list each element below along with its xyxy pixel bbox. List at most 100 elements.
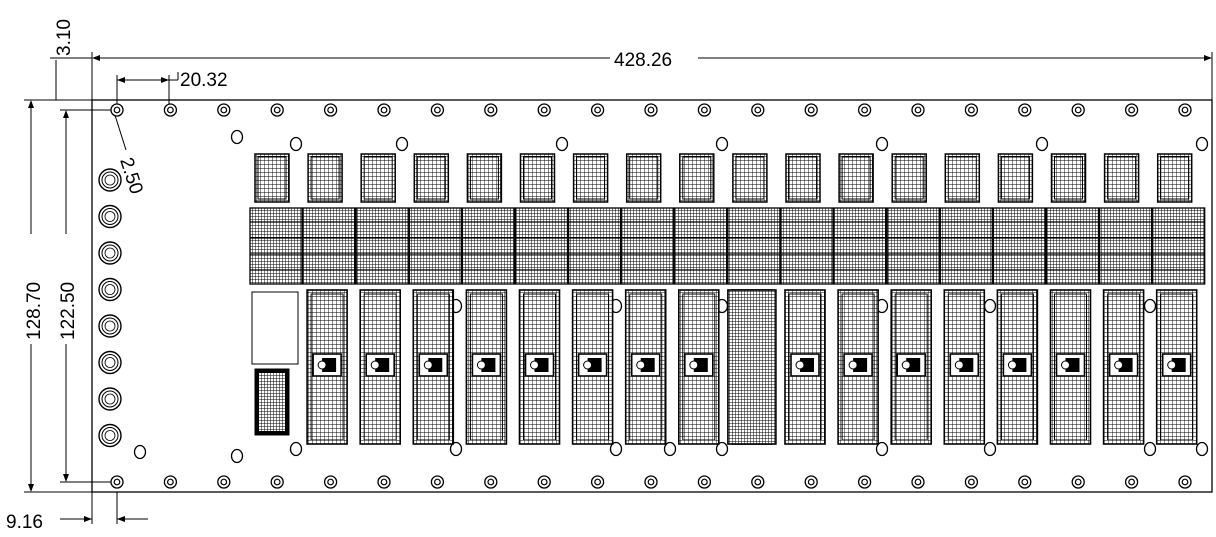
dimension-overall-height: 128.70	[20, 99, 92, 493]
small-hole-icon	[133, 444, 147, 460]
mounting-hole-icon	[1178, 475, 1192, 489]
card-slot	[514, 153, 569, 445]
mounting-hole-icon	[537, 475, 551, 489]
mounting-hole-icon	[110, 475, 124, 489]
mounting-hole-icon	[430, 103, 445, 117]
mounting-hole-icon	[1071, 475, 1085, 489]
mounting-hole-icon	[377, 475, 391, 489]
mounting-hole-icon	[217, 103, 231, 117]
dimension-hole-pitch: 20.32	[116, 70, 228, 108]
small-hole-icon	[715, 136, 729, 152]
dimension-overall-width: 428.26	[91, 46, 1213, 100]
small-hole-icon	[1143, 441, 1157, 457]
mounting-hole-icon	[430, 475, 445, 489]
mounting-hole-icon	[1018, 103, 1032, 117]
mounting-hole-icon	[270, 103, 284, 117]
small-holes	[133, 129, 1209, 464]
left-offset-label: 9.16	[6, 512, 43, 533]
mounting-hole-icon	[1071, 103, 1085, 117]
card-slot	[1098, 153, 1153, 445]
left-connector-block	[251, 291, 299, 436]
small-hole-icon	[289, 136, 303, 152]
mounting-hole-icon	[110, 103, 124, 117]
board-outline	[91, 99, 1213, 493]
mounting-hole-icon	[804, 103, 818, 117]
mounting-hole-icon	[964, 475, 979, 489]
small-hole-icon	[875, 136, 889, 152]
mounting-hole-icon	[644, 475, 658, 489]
small-hole-icon	[230, 448, 244, 464]
led-indicator-column	[98, 168, 122, 448]
mounting-hole-icon	[484, 103, 498, 117]
mounting-hole-icon	[964, 103, 979, 117]
card-slot	[461, 153, 516, 445]
card-slot	[1152, 153, 1206, 445]
card-slot-area	[249, 153, 1206, 445]
mounting-hole-icon	[1178, 103, 1192, 117]
mounting-hole-icon	[751, 475, 765, 489]
card-slot	[833, 153, 887, 445]
mounting-hole-icon	[751, 103, 765, 117]
mounting-hole-icon	[163, 475, 178, 489]
mounting-hole-icon	[537, 103, 551, 117]
card-slot	[408, 153, 462, 445]
small-hole-icon	[875, 441, 889, 457]
mounting-hole-icon	[1124, 475, 1139, 489]
mounting-hole-icon	[697, 475, 712, 489]
small-hole-icon	[609, 441, 623, 457]
card-slot	[249, 153, 303, 285]
dimension-left-offset: 9.16	[6, 492, 148, 533]
mounting-hole-icon	[377, 103, 391, 117]
mounting-hole-icon	[163, 103, 178, 117]
small-hole-icon	[1195, 441, 1209, 457]
small-hole-icon	[715, 441, 729, 457]
mounting-hole-icon	[323, 475, 338, 489]
mounting-hole-icon	[590, 475, 605, 489]
mounting-hole-icon	[1018, 475, 1032, 489]
dimension-top-offset: 3.10	[50, 19, 92, 101]
mounting-hole-icon	[1124, 103, 1139, 117]
mounting-holes-bottom	[110, 475, 1192, 489]
mounting-hole-icon	[911, 475, 925, 489]
mounting-hole-icon	[697, 103, 712, 117]
card-slot	[1045, 153, 1100, 445]
hole-span-label: 122.50	[58, 282, 79, 340]
mounting-hole-icon	[323, 103, 338, 117]
card-slot	[621, 153, 675, 445]
mounting-hole-icon	[857, 103, 872, 117]
overall-height-label: 128.70	[24, 282, 45, 340]
small-hole-icon	[983, 441, 997, 457]
card-slot	[780, 153, 834, 445]
overall-width-label: 428.26	[614, 50, 672, 71]
dimension-hole-span: 122.50	[54, 109, 117, 483]
mounting-hole-icon	[270, 475, 284, 489]
card-slot	[674, 153, 728, 445]
mounting-hole-icon	[484, 475, 498, 489]
small-hole-icon	[983, 298, 997, 314]
small-hole-icon	[449, 441, 463, 457]
mounting-holes-top	[110, 103, 1192, 117]
mounting-hole-icon	[857, 475, 872, 489]
card-slot	[886, 153, 940, 445]
small-hole-icon	[1143, 298, 1157, 314]
mounting-hole-icon	[590, 103, 605, 117]
top-offset-label: 3.10	[54, 19, 75, 56]
card-slot	[727, 153, 781, 445]
mounting-hole-icon	[804, 475, 818, 489]
card-slot	[567, 153, 622, 445]
mounting-hole-icon	[911, 103, 925, 117]
hole-pitch-label: 20.32	[180, 70, 228, 91]
mounting-hole-icon	[217, 475, 231, 489]
small-hole-icon	[289, 441, 303, 457]
small-hole-icon	[555, 136, 569, 152]
small-hole-icon	[1035, 136, 1049, 152]
small-hole-icon	[1195, 136, 1209, 152]
mounting-hole-icon	[644, 103, 658, 117]
card-slot	[302, 153, 356, 445]
card-slot	[939, 153, 993, 445]
small-hole-icon	[663, 441, 677, 457]
small-hole-icon	[395, 136, 409, 152]
card-slot	[992, 153, 1047, 445]
small-hole-icon	[230, 129, 244, 145]
